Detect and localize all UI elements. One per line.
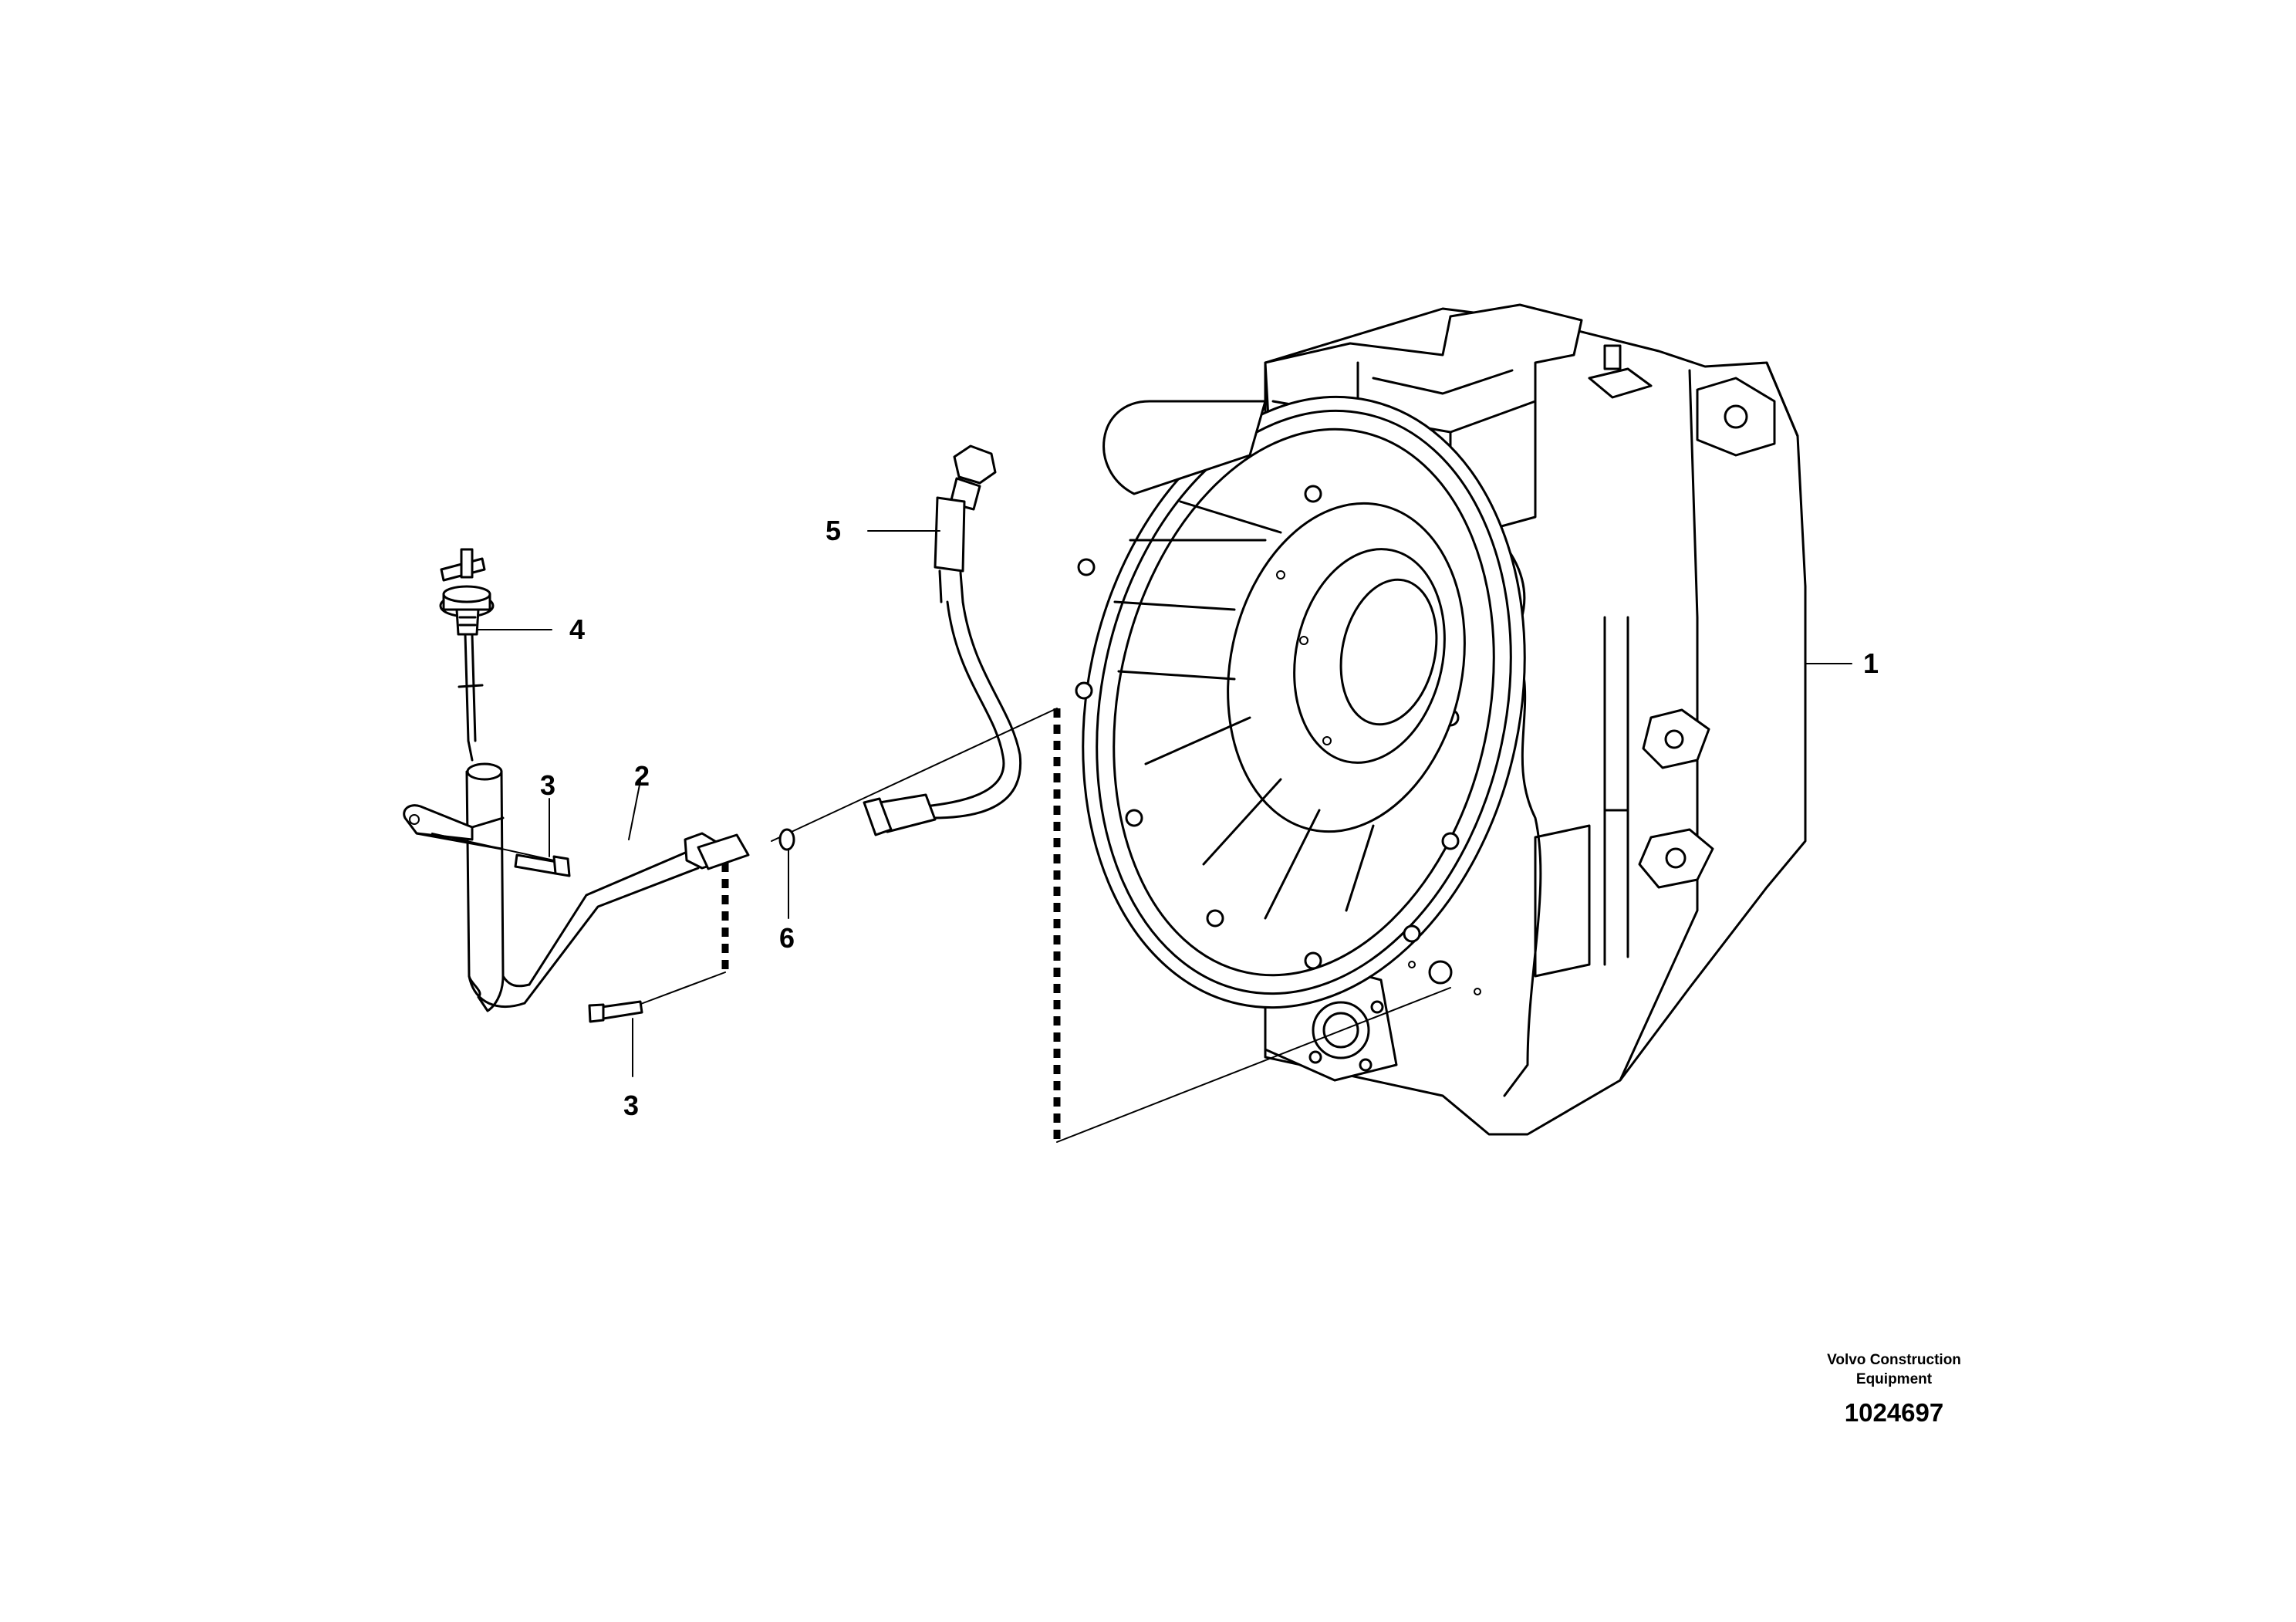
manufacturer-credit: Volvo Construction Equipment 1024697 [1790, 1350, 1998, 1428]
oil-filler-pipe [403, 762, 750, 1012]
drawing-number: 1024697 [1844, 1398, 1944, 1427]
screw-upper [431, 833, 571, 877]
callout-6: 6 [779, 922, 795, 954]
o-ring [778, 828, 795, 851]
callout-leaders [476, 530, 1852, 1077]
transmission-housing [1075, 303, 1807, 1136]
callout-4: 4 [569, 613, 586, 645]
callout-5: 5 [826, 515, 842, 546]
dipstick [439, 548, 495, 762]
hose [863, 444, 1022, 836]
credit-line-2: Equipment [1855, 1371, 1933, 1387]
callout-3-upper: 3 [540, 769, 556, 801]
credit-line-1: Volvo Construction [1827, 1352, 1961, 1368]
callout-2: 2 [634, 760, 650, 792]
callout-3-lower: 3 [623, 1090, 640, 1121]
screw-lower [588, 1000, 643, 1023]
assembly-leader-lines [638, 708, 1451, 1143]
callout-1: 1 [1863, 647, 1879, 679]
